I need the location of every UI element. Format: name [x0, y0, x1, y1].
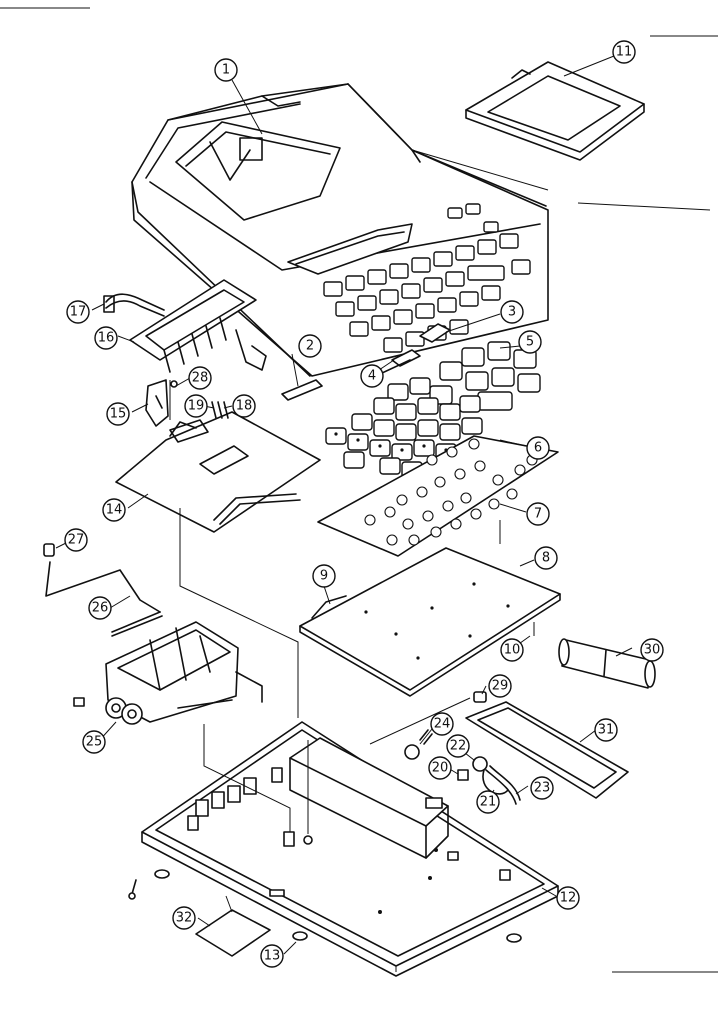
callout-28: 28: [188, 366, 212, 390]
callout-29: 29: [488, 674, 512, 698]
callout-1: 1: [214, 58, 238, 82]
callout-19: 19: [184, 394, 208, 418]
callout-26: 26: [88, 596, 112, 620]
callout-5: 5: [518, 330, 542, 354]
callout-label: 18: [236, 399, 253, 414]
callout-label: 24: [434, 717, 451, 732]
callout-13: 13: [260, 944, 284, 968]
callout-label: 25: [86, 735, 103, 750]
rubber-contact-sheet: [317, 435, 559, 557]
callout-label: 4: [368, 369, 376, 384]
callout-label: 22: [450, 739, 467, 754]
callout-15: 15: [106, 402, 130, 426]
small-parts: [404, 691, 521, 805]
callout-label: 12: [560, 891, 577, 906]
callout-label: 26: [92, 601, 109, 616]
callout-9: 9: [312, 564, 336, 588]
connector-cable: [103, 293, 165, 317]
callout-label: 1: [222, 63, 230, 78]
callout-label: 8: [542, 551, 550, 566]
callout-label: 11: [616, 45, 633, 60]
callout-16: 16: [94, 326, 118, 350]
paper-cover: [465, 61, 645, 161]
callout-label: 32: [176, 911, 193, 926]
label-sheet: [195, 909, 271, 957]
callout-label: 6: [534, 441, 542, 456]
assembly-guides: [169, 149, 549, 972]
insulation-strip: [281, 379, 323, 401]
main-circuit-board: [115, 411, 321, 533]
callout-label: 29: [492, 679, 509, 694]
battery-roll: [558, 638, 656, 689]
callout-18: 18: [232, 394, 256, 418]
callout-label: 28: [192, 371, 209, 386]
callout-6: 6: [526, 436, 550, 460]
callout-27: 27: [64, 528, 88, 552]
bracket-parts: [145, 379, 229, 443]
callout-11: 11: [612, 40, 636, 64]
callout-24: 24: [430, 712, 454, 736]
battery-cover: [465, 701, 629, 799]
callout-group: 1 2 3 4 5 6 7 8 9 10 11 12 13 14 15 16 1…: [64, 40, 664, 968]
callout-label: 9: [320, 569, 328, 584]
callout-label: 17: [70, 305, 87, 320]
callout-32: 32: [172, 906, 196, 930]
callout-2: 2: [298, 334, 322, 358]
upper-case-keys: [323, 203, 531, 353]
clip-parts: [379, 323, 451, 375]
key-tops: [325, 341, 541, 479]
callout-label: 2: [306, 339, 314, 354]
callout-label: 13: [264, 949, 281, 964]
lever-rod: [43, 543, 163, 637]
callout-17: 17: [66, 300, 90, 324]
callout-label: 15: [110, 407, 127, 422]
callout-label: 20: [432, 761, 449, 776]
frame-marks: [0, 7, 718, 973]
callout-label: 10: [504, 643, 521, 658]
callout-8: 8: [534, 546, 558, 570]
callout-10: 10: [500, 638, 524, 662]
callout-20: 20: [428, 756, 452, 780]
callout-label: 30: [644, 643, 661, 658]
callout-label: 5: [526, 335, 534, 350]
callout-label: 7: [534, 507, 542, 522]
callout-25: 25: [82, 730, 106, 754]
callout-label: 19: [188, 399, 205, 414]
callout-12: 12: [556, 886, 580, 910]
callout-3: 3: [500, 300, 524, 324]
callout-label: 21: [480, 795, 497, 810]
display-board: [129, 279, 267, 373]
shield-plate: [299, 547, 561, 697]
callout-7: 7: [526, 502, 550, 526]
callout-30: 30: [640, 638, 664, 662]
lower-case: [128, 721, 559, 977]
callout-4: 4: [360, 364, 384, 388]
callout-label: 3: [508, 305, 516, 320]
callout-label: 31: [598, 723, 615, 738]
callout-23: 23: [530, 776, 554, 800]
callout-31: 31: [594, 718, 618, 742]
callout-22: 22: [446, 734, 470, 758]
printer-mechanism: [73, 621, 263, 725]
callout-label: 16: [98, 331, 115, 346]
callout-21: 21: [476, 790, 500, 814]
callout-label: 27: [68, 533, 85, 548]
callout-label: 23: [534, 781, 551, 796]
callout-14: 14: [102, 498, 126, 522]
callout-label: 14: [106, 503, 123, 518]
